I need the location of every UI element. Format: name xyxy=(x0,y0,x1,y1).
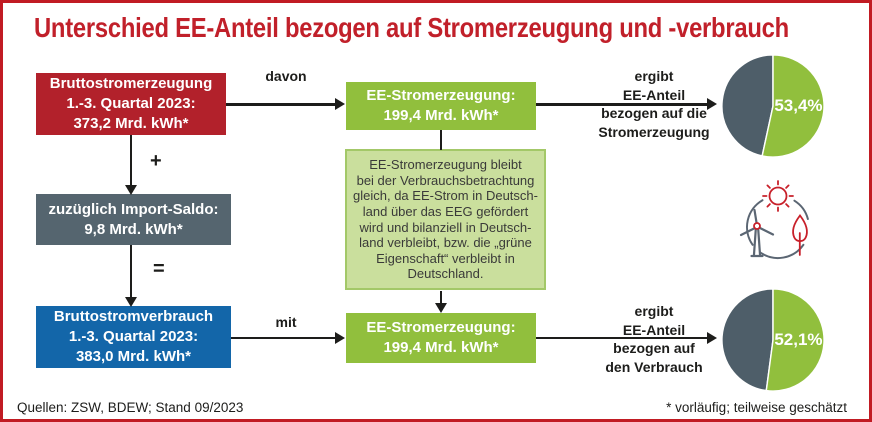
arrowhead-down-icon xyxy=(125,185,137,195)
box-line: Bruttostromverbrauch xyxy=(53,308,214,325)
arrow-result-generation xyxy=(536,103,708,106)
box-line: EE-Stromerzeugung: xyxy=(366,319,516,336)
result-line: EE-Anteil xyxy=(622,321,686,338)
result-line: den Verbrauch xyxy=(605,358,703,375)
result-line: Stromerzeugung xyxy=(598,123,710,140)
gross-consumption-box: Bruttostromverbrauch 1.-3. Quartal 2023:… xyxy=(36,306,231,368)
arrow-explanation-to-green xyxy=(439,291,443,304)
pie-chart-consumption-share: 52,1% xyxy=(720,287,826,393)
result-line: ergibt xyxy=(634,68,674,84)
explanation-line: EE-Stromerzeugung bleibt xyxy=(369,157,522,173)
mit-label: mit xyxy=(275,314,297,330)
box-line: 9,8 Mrd. kWh* xyxy=(84,220,183,238)
renewable-energy-icon xyxy=(739,180,809,259)
leaf-icon xyxy=(792,214,808,256)
box-line: 199,4 Mrd. kWh* xyxy=(383,107,499,124)
result-label-generation: ergibt EE-Anteil bezogen auf die Stromer… xyxy=(568,67,740,141)
gross-generation-box: Bruttostromerzeugung 1.-3. Quartal 2023:… xyxy=(36,73,226,135)
connector-green-to-explanation xyxy=(439,130,443,150)
pie-slice-gray xyxy=(721,288,774,392)
box-line: 383,0 Mrd. kWh* xyxy=(75,348,192,365)
import-balance-box: zuzüglich Import-Saldo: 9,8 Mrd. kWh* xyxy=(36,194,231,245)
arrow-generation-to-import xyxy=(129,135,133,186)
preliminary-note: * vorläufig; teilweise geschätzt xyxy=(666,400,847,415)
explanation-line: land verbleibt, bzw. die „grüne xyxy=(359,235,532,251)
turbine-hub-icon xyxy=(753,222,761,230)
explanation-line: gleich, da EE-Strom in Deutsch- xyxy=(353,188,538,204)
arrowhead-right-icon xyxy=(335,331,345,344)
explanation-line: wird und bilanziell in Deutsch- xyxy=(359,219,532,235)
result-line: EE-Anteil xyxy=(622,86,686,103)
pie-slice-gray xyxy=(721,54,774,157)
box-line: zuzüglich Import-Saldo: xyxy=(48,200,219,218)
result-line: ergibt xyxy=(634,303,674,319)
sources-note: Quellen: ZSW, BDEW; Stand 09/2023 xyxy=(17,400,244,415)
arrow-result-consumption xyxy=(536,336,708,339)
explanation-line: Eigenschaft“ verbleibt in xyxy=(376,250,515,266)
ee-generation-bottom-box: EE-Stromerzeugung: 199,4 Mrd. kWh* xyxy=(346,313,536,363)
arrowhead-right-icon xyxy=(335,98,345,111)
result-label-consumption: ergibt EE-Anteil bezogen auf den Verbrau… xyxy=(568,302,740,376)
arrowhead-right-icon xyxy=(707,98,717,111)
pie-value-generation: 53,4% xyxy=(774,96,823,115)
sun-icon xyxy=(762,180,794,212)
box-line: Bruttostromerzeugung xyxy=(49,75,213,92)
davon-label: davon xyxy=(265,68,307,84)
equals-operator: = xyxy=(153,258,165,280)
arrow-mit xyxy=(231,336,336,339)
explanation-box: EE-Stromerzeugung bleibt bei der Verbrau… xyxy=(345,149,546,290)
pie-consumption-svg xyxy=(721,288,825,392)
result-line: bezogen auf xyxy=(613,340,695,356)
ee-generation-top-box: EE-Stromerzeugung: 199,4 Mrd. kWh* xyxy=(346,82,536,130)
explanation-line: bei der Verbrauchsbetrachtung xyxy=(356,172,535,188)
wind-turbine-icon xyxy=(739,208,775,258)
box-line: 1.-3. Quartal 2023: xyxy=(66,95,196,112)
box-line: 1.-3. Quartal 2023: xyxy=(68,328,199,345)
pie-generation-svg xyxy=(721,54,825,158)
pie-chart-generation-share: 53,4% xyxy=(720,53,826,159)
pie-value-consumption: 52,1% xyxy=(774,330,823,349)
box-line: EE-Stromerzeugung: xyxy=(366,87,516,104)
arrowhead-down-icon xyxy=(435,303,447,313)
result-line: bezogen auf die xyxy=(601,105,707,121)
arrowhead-down-icon xyxy=(125,297,137,307)
explanation-line: Deutschland. xyxy=(407,266,484,282)
arrowhead-right-icon xyxy=(707,331,717,344)
pie-slice-green xyxy=(761,54,825,158)
plus-operator: + xyxy=(150,150,162,172)
pie-slice-green xyxy=(765,288,825,392)
page-title: Unterschied EE-Anteil bezogen auf Strome… xyxy=(34,12,789,43)
box-line: 199,4 Mrd. kWh* xyxy=(383,339,499,356)
box-line: 373,2 Mrd. kWh* xyxy=(73,115,189,132)
explanation-line: land über das EEG gefördert xyxy=(362,203,529,219)
arrow-davon xyxy=(226,103,336,106)
arrow-import-to-consumption xyxy=(129,245,133,298)
